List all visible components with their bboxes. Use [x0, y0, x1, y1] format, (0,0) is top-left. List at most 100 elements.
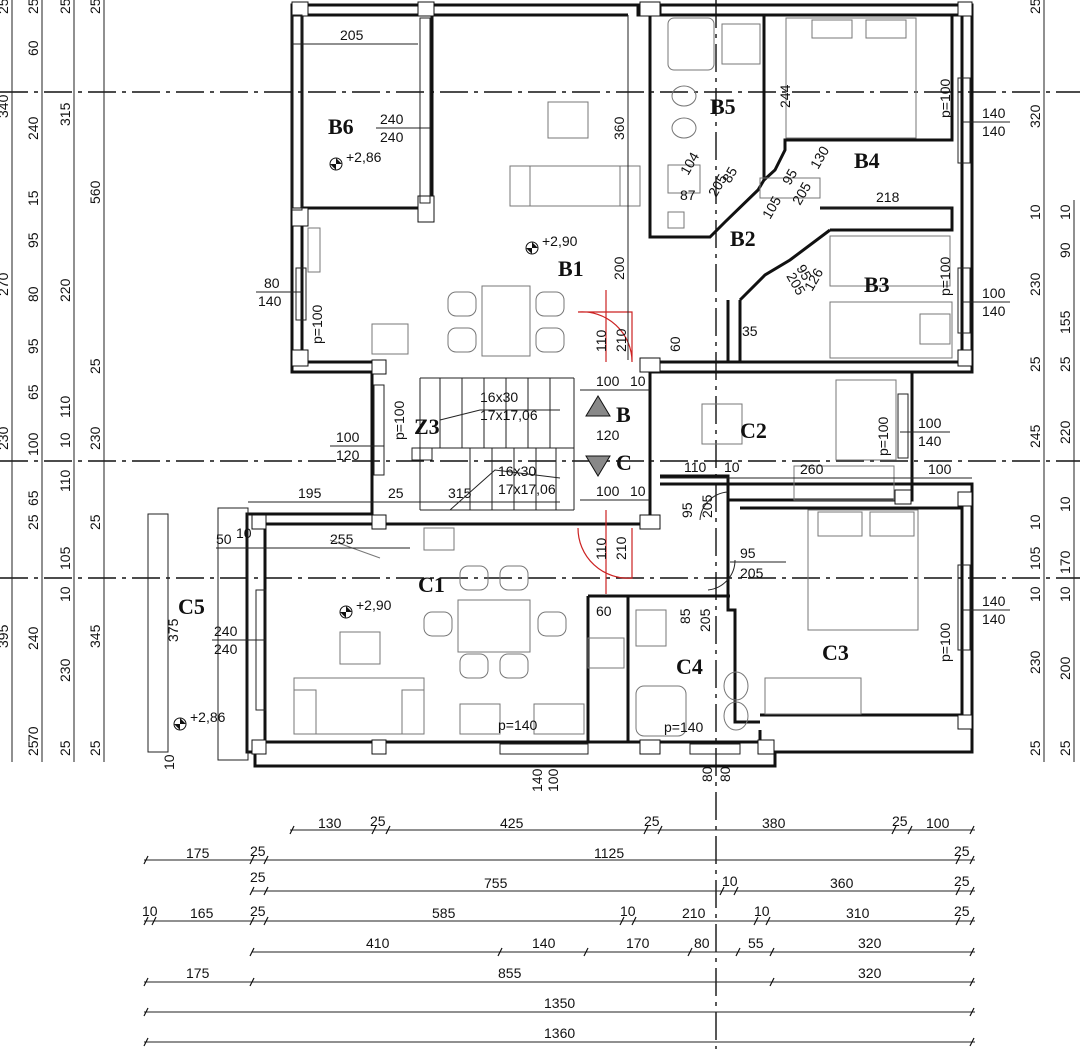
- entrance-doors: [577, 290, 736, 594]
- dim-b4-218: 218: [876, 189, 900, 205]
- dim-door-210a: 210: [613, 328, 629, 352]
- right2-6: 170: [1057, 550, 1073, 574]
- dim-door-110b: 110: [593, 537, 609, 560]
- interior-walls: [430, 15, 972, 742]
- dim-bot-140: 140: [529, 768, 545, 792]
- bot4-1: 165: [190, 905, 214, 921]
- right2-5: 10: [1057, 496, 1073, 512]
- dim-c-95a: 95: [679, 502, 695, 518]
- right1-5: 230: [1027, 650, 1043, 674]
- dim-b4-p: p=100: [937, 78, 953, 118]
- dim-b3-p: p=100: [937, 256, 953, 296]
- left3-6: 105: [57, 546, 73, 570]
- dim-c4-85: 85: [677, 608, 693, 624]
- stair-lower-steps: 17x17,06: [498, 481, 556, 497]
- right3-1: 105: [1027, 546, 1043, 570]
- left3-3: 110: [57, 395, 73, 418]
- dim-b6-w: 205: [340, 27, 364, 43]
- level-b1: +2,90: [542, 233, 578, 249]
- windows: [255, 17, 971, 755]
- dim-b5-104: 104: [677, 149, 703, 177]
- dim-c5-375: 375: [165, 618, 181, 642]
- bot5-3: 80: [694, 935, 710, 951]
- left3-0: 25: [57, 0, 73, 14]
- left2-3: 15: [25, 190, 41, 206]
- right3-2: 10: [1027, 586, 1043, 602]
- dim-b4-130: 130: [807, 143, 833, 171]
- bot8-0: 1360: [544, 1025, 575, 1041]
- bot6-1: 855: [498, 965, 522, 981]
- bot2-0: 175: [186, 845, 210, 861]
- left3-1: 315: [57, 102, 73, 126]
- dim-b3-w1: 100: [982, 285, 1006, 301]
- left1-5: 10: [161, 754, 177, 770]
- room-labels: B6 B1 B5 B4 B2 B3 Z3 B C C2 C1 C5 C4 C3: [178, 94, 890, 679]
- left1-1: 340: [0, 94, 11, 118]
- right2-0: 10: [1027, 204, 1043, 220]
- room-B5: B5: [710, 94, 736, 119]
- dim-c-95b: 95: [740, 545, 756, 561]
- dim-b1-200: 200: [611, 256, 627, 280]
- stair-upper-size: 16x30: [480, 389, 518, 405]
- room-B2: B2: [730, 226, 756, 251]
- dim-c-205b: 205: [740, 565, 764, 581]
- right1-0: 25: [1027, 0, 1043, 14]
- dim-c1-win-a: 240: [214, 623, 238, 639]
- left1-3: 230: [0, 426, 11, 450]
- room-Z3: Z3: [414, 414, 440, 439]
- room-B4: B4: [854, 148, 880, 173]
- dim-b6-win-b: 240: [380, 129, 404, 145]
- bot5-0: 410: [366, 935, 390, 951]
- right2-8: 200: [1057, 656, 1073, 680]
- dim-c4-p: p=140: [664, 719, 704, 735]
- bot1-4: 380: [762, 815, 786, 831]
- dim-b4-w2: 140: [982, 123, 1006, 139]
- right1-2: 230: [1027, 272, 1043, 296]
- bot1-2: 425: [500, 815, 524, 831]
- bot4-5: 210: [682, 905, 706, 921]
- dim-c2-260: 260: [800, 461, 824, 477]
- label-B: B: [616, 402, 631, 427]
- left2-7: 65: [25, 384, 41, 400]
- bot1-6: 100: [926, 815, 950, 831]
- left4-1: 560: [87, 180, 103, 204]
- dim-c1-315: 315: [448, 485, 472, 501]
- dim-bot-100: 100: [545, 768, 561, 792]
- left4-7: 25: [25, 740, 41, 756]
- stair-lower-size: 16x30: [498, 463, 536, 479]
- balconies: [147, 14, 303, 761]
- bot1-3: 25: [644, 813, 660, 829]
- right1-4: 10: [1027, 514, 1043, 530]
- dim-st-100a: 100: [596, 373, 620, 389]
- bot1-0: 130: [318, 815, 342, 831]
- right2-1: 90: [1057, 242, 1073, 258]
- right-dimension-chains: 25 320 230 245 10 230 25 10 90 155 25 22…: [1027, 0, 1075, 762]
- dim-bot-80b: 80: [717, 766, 733, 782]
- bot4-6: 10: [754, 903, 770, 919]
- dim-st-10b: 10: [630, 483, 646, 499]
- bot4-3: 585: [432, 905, 456, 921]
- dim-c2-w2: 140: [918, 433, 942, 449]
- bot3-1: 755: [484, 875, 508, 891]
- bot6-2: 320: [858, 965, 882, 981]
- dim-b3-w2: 140: [982, 303, 1006, 319]
- bot3-2: 10: [722, 873, 738, 889]
- dim-c1-195: 195: [298, 485, 322, 501]
- bot3-3: 360: [830, 875, 854, 891]
- left2-10: 25: [25, 514, 41, 530]
- stair-upper-steps: 17x17,06: [480, 407, 538, 423]
- right3-3: 25: [1057, 356, 1073, 372]
- dim-b1-360: 360: [611, 116, 627, 140]
- dim-door-210b: 210: [613, 536, 629, 560]
- dim-c1-25: 25: [388, 485, 404, 501]
- left2-4: 95: [25, 232, 41, 248]
- right2-9: 25: [1057, 740, 1073, 756]
- left4-4: 230: [87, 426, 103, 450]
- bot2-1: 25: [250, 843, 266, 859]
- dim-b4-95: 95: [779, 166, 801, 188]
- staircase: [411, 377, 575, 511]
- left2-8: 100: [25, 432, 41, 456]
- dim-z3-p: p=100: [391, 400, 407, 440]
- right3-0: 10: [1057, 204, 1073, 220]
